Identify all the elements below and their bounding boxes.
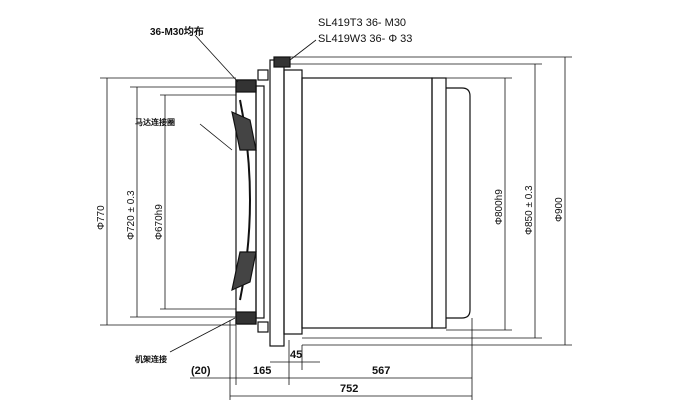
dim-165: 165 <box>253 365 271 377</box>
model-t3-label: SL419T3 36- M30 <box>318 17 406 29</box>
bolt-bottom-left <box>235 311 257 325</box>
drum-end <box>431 77 447 329</box>
bolt-holes-label: 36-M30均布 <box>150 25 204 38</box>
dim-d670: Φ670h9 <box>154 204 165 240</box>
end-cap <box>446 87 471 319</box>
bolt-top-right <box>273 56 291 68</box>
dim-20: (20) <box>191 365 211 377</box>
motor-ring-label: 马达连接圈 <box>135 117 175 127</box>
flange-ring <box>283 69 303 335</box>
dim-752: 752 <box>340 383 358 395</box>
dim-45: 45 <box>290 349 302 361</box>
dim-d770: Φ770 <box>96 205 107 230</box>
bolt-top-left <box>235 79 257 93</box>
dim-d720: Φ720 ± 0.3 <box>126 190 137 240</box>
small-bolt-top <box>257 69 269 81</box>
small-bolt-bottom <box>257 321 269 333</box>
main-flange <box>269 59 285 347</box>
frame-conn-label: 机架连接 <box>135 354 167 364</box>
adapter <box>255 85 265 319</box>
dim-d800: Φ800h9 <box>494 189 505 225</box>
model-w3-label: SL419W3 36- Φ 33 <box>318 33 412 45</box>
dim-567: 567 <box>372 365 390 377</box>
dim-d900: Φ900 <box>554 197 565 222</box>
dim-d850: Φ850 ± 0.3 <box>524 185 535 235</box>
drum <box>301 77 433 329</box>
